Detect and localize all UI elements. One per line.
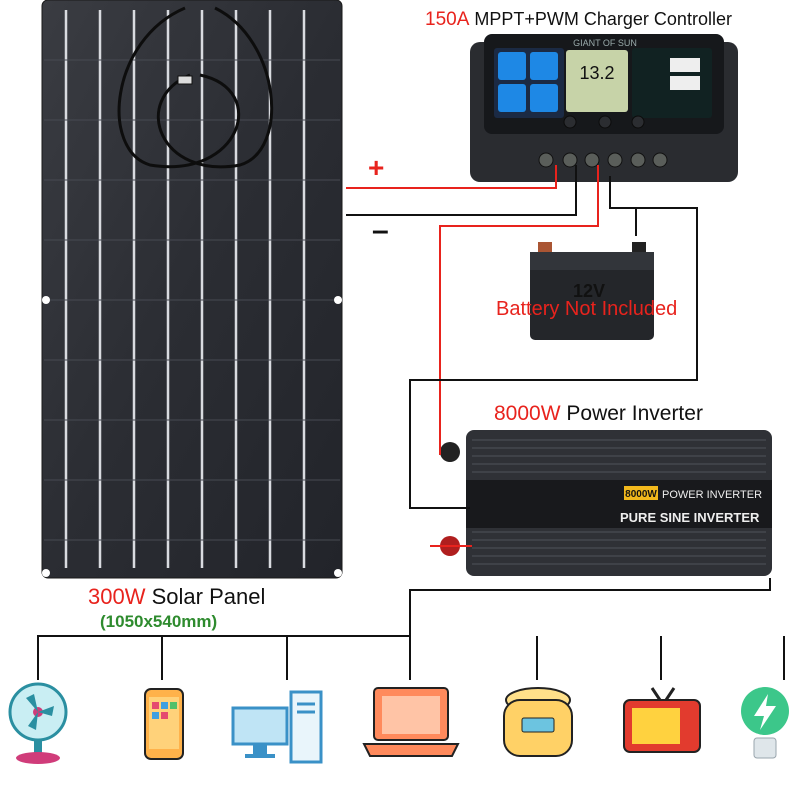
inverter-name-2: PURE SINE INVERTER bbox=[620, 510, 760, 525]
positive-label: + bbox=[368, 152, 385, 183]
tv-icon bbox=[623, 687, 701, 753]
battery-note: Battery Not Included bbox=[496, 298, 678, 320]
solar-panel bbox=[41, 0, 343, 579]
inverter-name-1: POWER INVERTER bbox=[662, 489, 762, 501]
controller-brand: GIANT OF SUN bbox=[573, 38, 637, 48]
controller-label: MPPT+PWM Charger Controller bbox=[474, 9, 732, 29]
battery bbox=[530, 242, 654, 340]
panel-size: (1050x540mm) bbox=[100, 612, 218, 631]
rice-cooker-icon bbox=[503, 687, 573, 757]
phone-icon bbox=[144, 688, 184, 760]
inverter-badge: 8000W bbox=[625, 489, 657, 500]
inverter-watts: 8000W bbox=[494, 402, 561, 425]
power-inverter: 8000W POWER INVERTER PURE SINE INVERTER bbox=[440, 430, 772, 576]
light-bulb-icon bbox=[741, 687, 789, 759]
controller-amps: 150A bbox=[425, 9, 470, 30]
desktop-computer-icon bbox=[231, 690, 323, 764]
panel-watts: 300W bbox=[88, 584, 146, 609]
laptop-icon bbox=[362, 687, 460, 757]
charge-controller: 13.2 GIANT OF SUN bbox=[470, 34, 738, 182]
panel-label: Solar Panel bbox=[151, 584, 266, 609]
inverter-label: Power Inverter bbox=[566, 402, 703, 425]
inverter-title: 8000W Power Inverter bbox=[494, 402, 703, 426]
fan-icon bbox=[8, 682, 68, 764]
panel-title: 300W Solar Panel bbox=[88, 584, 265, 610]
controller-title: 150A MPPT+PWM Charger Controller bbox=[425, 9, 732, 31]
battery-voltage: 12V bbox=[573, 281, 606, 301]
negative-label: – bbox=[372, 214, 389, 247]
controller-display: 13.2 bbox=[579, 63, 614, 83]
